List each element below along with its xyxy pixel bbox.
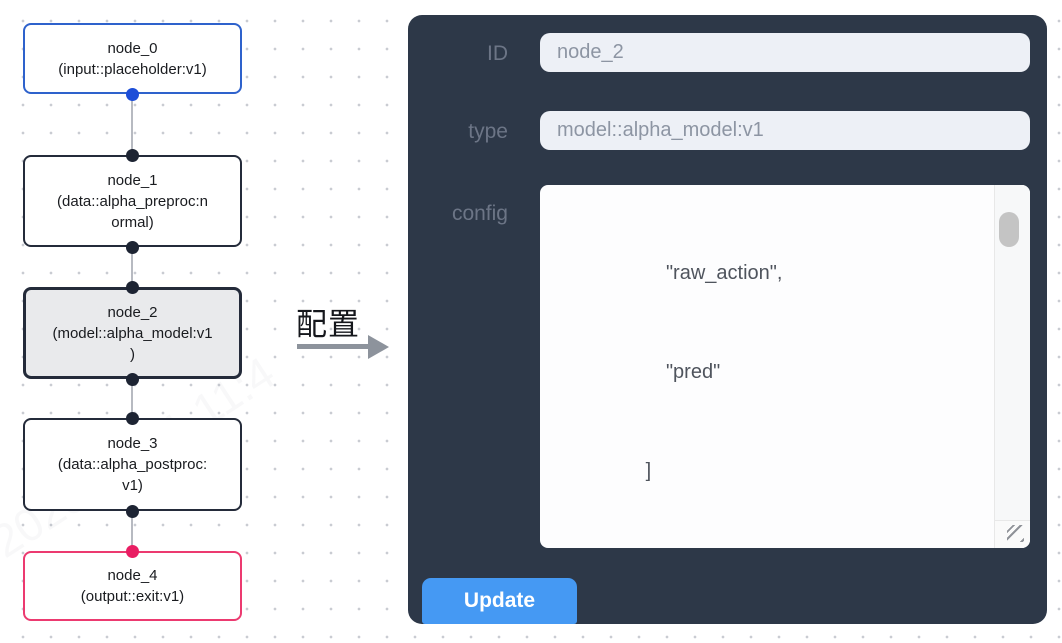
target-handle-node_3[interactable] (126, 412, 139, 425)
node-type-label: ) (130, 345, 135, 363)
edge-node1-node2 (131, 247, 133, 287)
target-handle-node_4[interactable] (126, 545, 139, 558)
scrollbar-thumb[interactable] (999, 212, 1019, 247)
node-type-label: (input::placeholder:v1) (58, 60, 207, 78)
flow-node-node_1[interactable]: node_1 (data::alpha_preproc:n ormal) (23, 155, 242, 247)
id-field-label: ID (487, 42, 508, 65)
edge-node0-node1 (131, 94, 133, 155)
node-type-label: (data::alpha_postproc: (57, 456, 208, 473)
config-json-content: "raw_action", "pred" ] }, "trace": { "sc… (605, 262, 783, 482)
node-title: node_2 (107, 303, 158, 321)
resize-handle-icon[interactable] (1007, 525, 1024, 542)
node-title: node_3 (107, 435, 158, 452)
update-button[interactable]: Update (422, 578, 577, 624)
vertical-scrollbar[interactable] (994, 185, 1030, 520)
node-type-label: (data::alpha_preproc:n (57, 192, 208, 210)
config-field-label: config (451, 202, 508, 225)
node-type-label: (output::exit:v1) (80, 588, 185, 605)
node-title: node_0 (107, 39, 158, 57)
source-handle-node_2[interactable] (126, 373, 139, 386)
type-input[interactable] (540, 111, 1030, 150)
id-input[interactable] (540, 33, 1030, 72)
edge-node3-node4 (131, 511, 133, 551)
node-title: node_4 (107, 567, 158, 584)
target-handle-node_1[interactable] (126, 149, 139, 162)
source-handle-node_0[interactable] (126, 88, 139, 101)
node-type-label: v1) (122, 477, 143, 494)
flow-node-node_3[interactable]: node_3 (data::alpha_postproc: v1) (23, 418, 242, 511)
source-handle-node_3[interactable] (126, 505, 139, 518)
right-arrow-icon (297, 344, 370, 349)
right-arrow-icon (368, 335, 389, 359)
target-handle-node_2[interactable] (126, 281, 139, 294)
node-config-panel: ID type config "raw_action", "pred" ] },… (408, 15, 1047, 624)
configure-annotation: 配置 (296, 307, 360, 342)
flow-node-node_2-selected[interactable]: node_2 (model::alpha_model:v1 ) (23, 287, 242, 379)
node-type-label: ormal) (111, 213, 154, 231)
flow-node-node_0[interactable]: node_0 (input::placeholder:v1) (23, 23, 242, 94)
flow-node-node_4[interactable]: node_4 (output::exit:v1) (23, 551, 242, 621)
edge-node2-node3 (131, 379, 133, 418)
node-type-label: (model::alpha_model:v1 (52, 324, 213, 342)
type-field-label: type (468, 120, 508, 143)
config-textarea[interactable]: "raw_action", "pred" ] }, "trace": { "sc… (540, 185, 1030, 548)
node-title: node_1 (107, 171, 158, 189)
source-handle-node_1[interactable] (126, 241, 139, 254)
